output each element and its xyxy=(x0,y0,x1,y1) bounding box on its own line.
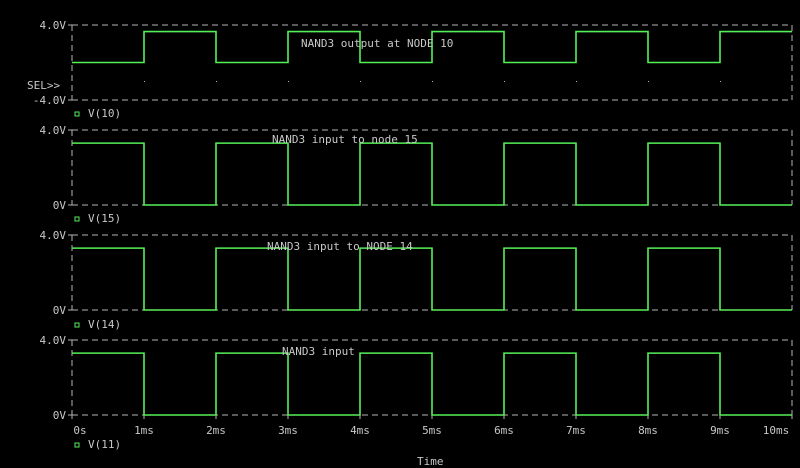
y-tick-label: 0V xyxy=(53,304,67,317)
x-tick-label: 10ms xyxy=(763,424,790,437)
legend-label[interactable]: V(14) xyxy=(88,318,121,331)
legend-label[interactable]: V(10) xyxy=(88,107,121,120)
trace-V(10)[interactable] xyxy=(72,30,792,64)
legend-marker-icon xyxy=(74,442,80,448)
trace-V(15)[interactable] xyxy=(72,142,792,206)
y-tick-label: 0V xyxy=(53,199,67,212)
grid-dot xyxy=(432,81,433,82)
y-tick-label: 0V xyxy=(53,409,67,422)
grid-dot xyxy=(288,81,289,82)
x-axis-ticks: 0s 1ms 2ms 3ms 4ms 5ms 6ms 7ms 8ms 9ms 10ms xyxy=(71,81,793,437)
sel-marker[interactable]: SEL>> xyxy=(27,79,60,92)
grid-dot xyxy=(648,81,649,82)
x-axis-label: Time xyxy=(417,455,444,468)
grid-dot xyxy=(576,81,577,82)
plot-title: NAND3 input xyxy=(282,345,355,358)
trace-V(11)[interactable] xyxy=(72,352,792,416)
x-tick-label: 1ms xyxy=(134,424,154,437)
x-tick-label: 6ms xyxy=(494,424,514,437)
grid-dot xyxy=(360,81,361,82)
x-tick-label: 3ms xyxy=(278,424,298,437)
legend-marker-icon xyxy=(74,111,80,117)
plot-1[interactable]: 4.0V -4.0V NAND3 output at NODE 10 V(10) xyxy=(33,19,793,120)
y-tick-label: 4.0V xyxy=(40,19,67,32)
x-tick-label: 9ms xyxy=(710,424,730,437)
x-tick-label: 2ms xyxy=(206,424,226,437)
y-tick-label: 4.0V xyxy=(40,334,67,347)
x-tick-label: 0s xyxy=(73,424,86,437)
plot-title: NAND3 input to node 15 xyxy=(272,133,418,146)
x-tick-label: 4ms xyxy=(350,424,370,437)
x-tick-label: 7ms xyxy=(566,424,586,437)
legend-marker-icon xyxy=(74,322,80,328)
grid-dot xyxy=(720,81,721,82)
y-tick-label: 4.0V xyxy=(40,124,67,137)
trace-V(14)[interactable] xyxy=(72,247,792,311)
grid-dot xyxy=(504,81,505,82)
plot-title: NAND3 input to NODE 14 xyxy=(267,240,413,253)
y-tick-label: -4.0V xyxy=(33,94,66,107)
legend-marker-icon xyxy=(74,216,80,222)
x-tick-label: 8ms xyxy=(638,424,658,437)
plot-3[interactable]: 4.0V 0V NAND3 input to NODE 14 V(14) xyxy=(40,229,793,331)
grid-dot xyxy=(144,81,145,82)
x-tick-label: 5ms xyxy=(422,424,442,437)
grid-dot xyxy=(216,81,217,82)
plot-2[interactable]: 4.0V 0V NAND3 input to node 15 V(15) xyxy=(40,124,793,225)
plot-title: NAND3 output at NODE 10 xyxy=(301,37,453,50)
legend-label[interactable]: V(11) xyxy=(88,438,121,451)
y-tick-label: 4.0V xyxy=(40,229,67,242)
legend-label[interactable]: V(15) xyxy=(88,212,121,225)
